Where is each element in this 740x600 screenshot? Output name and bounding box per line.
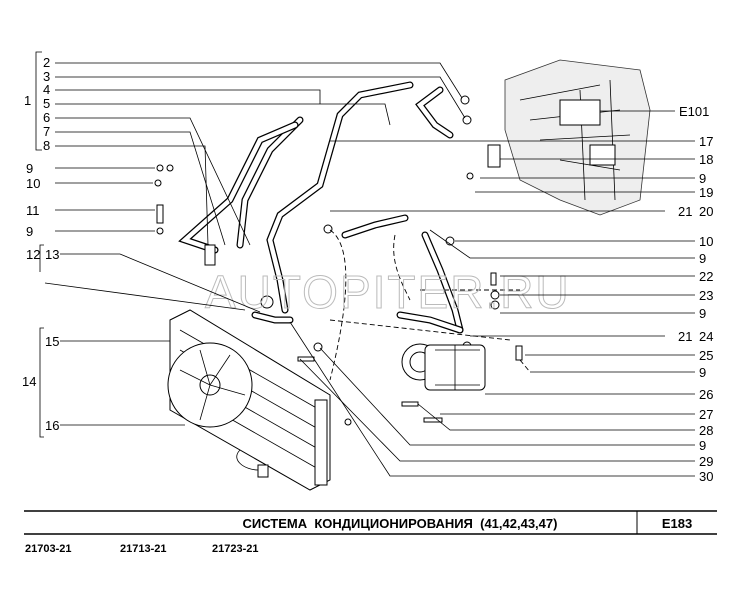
model-code: 21723-21 bbox=[212, 543, 259, 555]
callout-25: 25 bbox=[699, 348, 713, 363]
callout-E101: E101 bbox=[679, 104, 709, 119]
bracket-14 bbox=[39, 327, 44, 438]
callout-1: 1 bbox=[24, 93, 31, 108]
heater-unit-illustration bbox=[504, 59, 651, 216]
callout-9c: 9 bbox=[699, 171, 706, 186]
callout-10b: 10 bbox=[699, 234, 713, 249]
condenser-fan-assembly bbox=[167, 309, 443, 491]
callout-9f: 9 bbox=[699, 365, 706, 380]
callout-22: 22 bbox=[699, 269, 713, 284]
callout-19: 19 bbox=[699, 185, 713, 200]
callout-27: 27 bbox=[699, 407, 713, 422]
callout-21b: 21 bbox=[678, 329, 692, 344]
callout-9d: 9 bbox=[699, 251, 706, 266]
callout-24: 24 bbox=[699, 329, 713, 344]
callout-9b: 9 bbox=[26, 224, 33, 239]
callout-15: 15 bbox=[45, 334, 59, 349]
callout-9g: 9 bbox=[699, 438, 706, 453]
title-block: СИСТЕМА КОНДИЦИОНИРОВАНИЯ (41,42,43,47) … bbox=[24, 510, 717, 555]
watermark: AUTOPITER.RU bbox=[205, 266, 571, 318]
callout-21: 21 bbox=[678, 204, 692, 219]
refrigerant-pipes bbox=[154, 81, 531, 381]
callout-28: 28 bbox=[699, 423, 713, 438]
page-code: E183 bbox=[662, 516, 692, 531]
left-leader-lines bbox=[44, 62, 466, 426]
callout-23: 23 bbox=[699, 288, 713, 303]
callout-30: 30 bbox=[699, 469, 713, 484]
callout-3: 3 bbox=[43, 69, 50, 84]
callout-9e: 9 bbox=[699, 306, 706, 321]
callout-14: 14 bbox=[22, 374, 36, 389]
callout-7: 7 bbox=[43, 124, 50, 139]
callout-12: 12 bbox=[26, 247, 40, 262]
callout-16: 16 bbox=[45, 418, 59, 433]
callout-20: 20 bbox=[699, 204, 713, 219]
callout-26: 26 bbox=[699, 387, 713, 402]
callout-10: 10 bbox=[26, 176, 40, 191]
callout-8: 8 bbox=[43, 138, 50, 153]
callout-18: 18 bbox=[699, 152, 713, 167]
bracket-12 bbox=[39, 244, 44, 272]
bracket-1 bbox=[35, 51, 42, 151]
right-leader-lines bbox=[289, 110, 695, 477]
model-code: 21713-21 bbox=[120, 543, 167, 555]
left-callout-labels: 2 3 4 5 6 7 8 1 9 10 11 9 12 13 15 14 16 bbox=[22, 55, 59, 433]
callout-9: 9 bbox=[26, 161, 33, 176]
right-callout-labels: E101 17 18 9 19 21 20 10 9 22 23 9 21 24… bbox=[678, 104, 713, 484]
callout-2: 2 bbox=[43, 55, 50, 70]
callout-5: 5 bbox=[43, 96, 50, 111]
callout-6: 6 bbox=[43, 110, 50, 125]
diagram-title: СИСТЕМА КОНДИЦИОНИРОВАНИЯ (41,42,43,47) bbox=[243, 516, 558, 531]
callout-4: 4 bbox=[43, 82, 50, 97]
model-code: 21703-21 bbox=[25, 543, 72, 555]
callout-17: 17 bbox=[699, 134, 713, 149]
compressor-illustration bbox=[401, 343, 486, 391]
callout-13: 13 bbox=[45, 247, 59, 262]
callout-11: 11 bbox=[26, 203, 40, 218]
callout-29: 29 bbox=[699, 454, 713, 469]
